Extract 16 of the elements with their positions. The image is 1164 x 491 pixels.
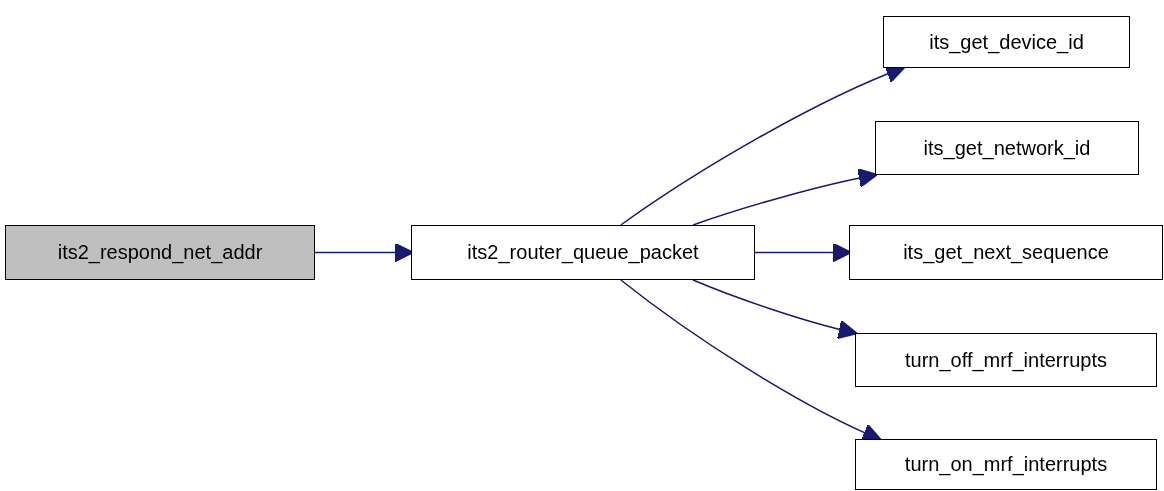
function-box	[849, 225, 1163, 280]
arrow	[692, 168, 878, 226]
function-name: turn_off_mrf_interrupts	[905, 348, 1107, 372]
function-name: turn_on_mrf_interrupts	[904, 453, 1108, 476]
function-box	[411, 225, 755, 280]
function-name: its_get_network_id	[923, 136, 1091, 160]
function-name: its_get_device_id	[929, 30, 1084, 54]
function-name: its_get_next_sequence	[903, 241, 1109, 264]
function-box	[855, 439, 1157, 490]
function-name: its2_respond_net_addr	[57, 241, 263, 264]
function-box	[883, 16, 1130, 68]
function-box	[875, 121, 1139, 175]
function-name: its2_router_queue_packet	[467, 241, 699, 264]
function-box	[855, 333, 1157, 387]
function-box	[5, 225, 315, 280]
arrow	[692, 279, 858, 339]
